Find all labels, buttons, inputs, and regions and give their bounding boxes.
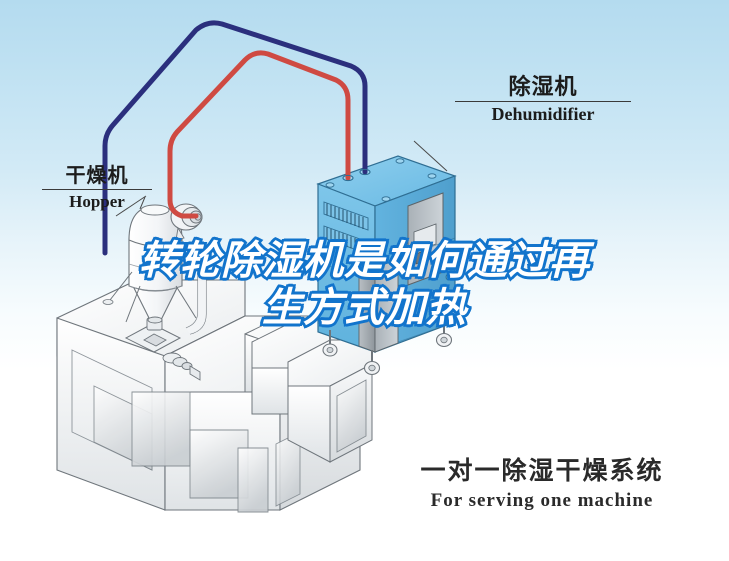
label-dehumidifier: 除湿机 Dehumidifier xyxy=(455,74,631,125)
dehumidifier-casters xyxy=(322,300,462,376)
label-dehumidifier-en: Dehumidifier xyxy=(491,104,595,124)
leader-hopper xyxy=(139,196,146,210)
return-air-pipe xyxy=(102,20,368,256)
label-hopper-rule xyxy=(42,189,152,190)
label-hopper: 干燥机 Hopper xyxy=(42,164,152,212)
machine-nozzle xyxy=(162,352,201,381)
drying-hopper xyxy=(102,203,207,335)
label-dehumidifier-rule xyxy=(455,101,631,102)
dehumidifier-control-panel xyxy=(407,192,444,286)
label-hopper-en: Hopper xyxy=(69,192,125,211)
dry-air-pipe xyxy=(167,50,351,219)
dehumidifier-vents xyxy=(323,201,369,255)
dehumidifier-unit xyxy=(316,155,462,376)
dehumidifier-service-panel xyxy=(358,258,399,353)
leader-hopper-2 xyxy=(115,195,147,217)
caption-en: For serving one machine xyxy=(430,490,654,511)
label-dehumidifier-cn: 除湿机 xyxy=(508,74,578,99)
machine-mold-block xyxy=(287,339,373,463)
label-hopper-cn: 干燥机 xyxy=(65,165,129,187)
leader-lines xyxy=(115,140,448,217)
bottom-caption: 一对一除湿干燥系统 For serving one machine xyxy=(392,456,692,514)
leader-dehumidifier xyxy=(413,140,448,172)
caption-cn: 一对一除湿干燥系统 xyxy=(420,457,664,485)
